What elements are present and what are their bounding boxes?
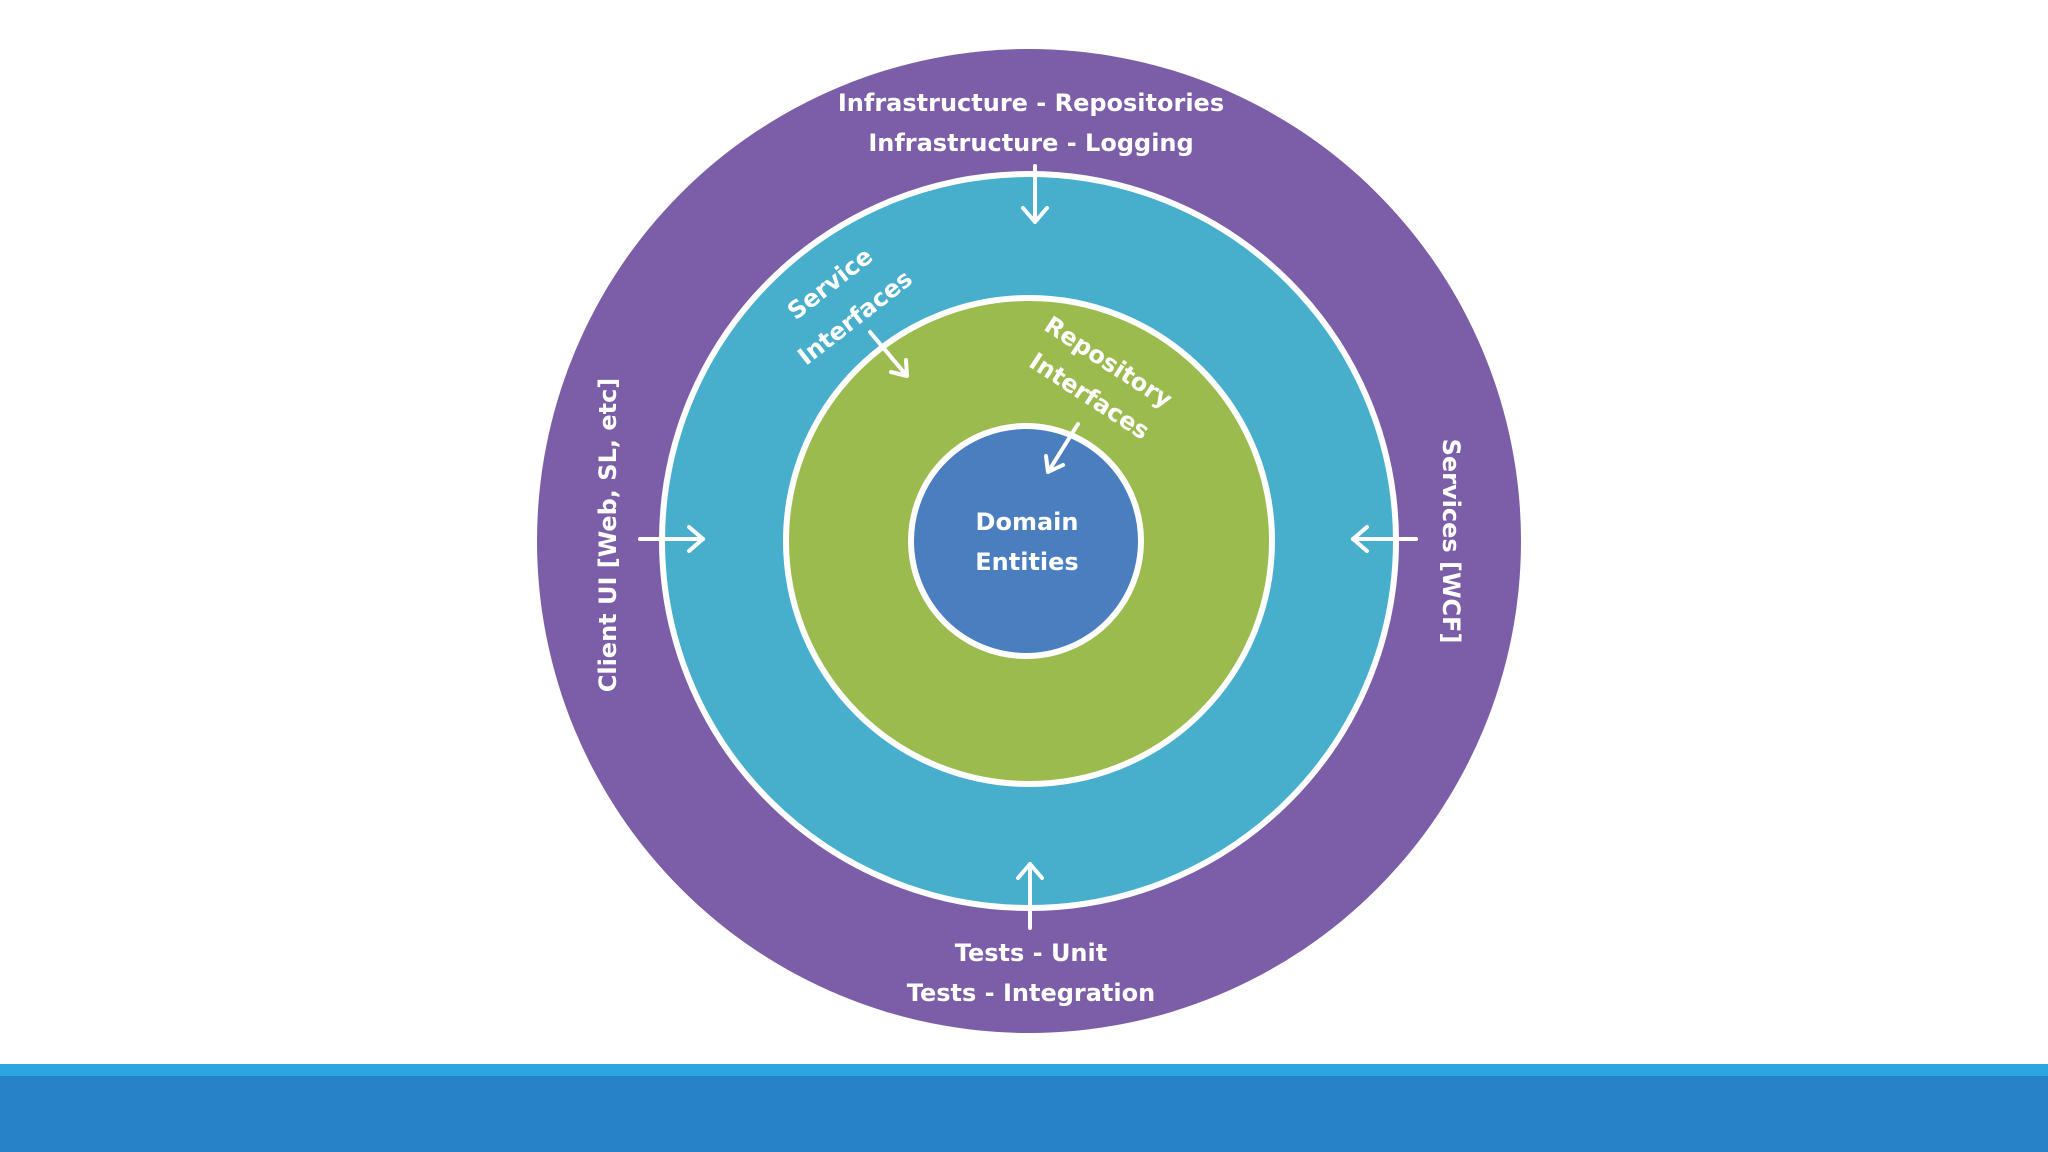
label-services-wcf: Services [WCF] — [1437, 439, 1465, 644]
core-domain-entities — [908, 423, 1144, 659]
footer-accent-stripe — [0, 1064, 2048, 1076]
arrow-diagonal-icon — [868, 330, 909, 378]
label-infrastructure-logging: Infrastructure - Logging — [868, 129, 1193, 157]
arrow-right-icon — [638, 525, 705, 553]
label-tests-unit: Tests - Unit — [955, 939, 1107, 967]
arrow-diagonal-icon — [1044, 422, 1080, 474]
label-domain: Domain — [976, 508, 1079, 536]
arrow-left-icon — [1351, 525, 1418, 553]
label-infrastructure-repositories: Infrastructure - Repositories — [838, 89, 1224, 117]
label-client-ui: Client UI [Web, SL, etc] — [594, 378, 622, 693]
label-entities: Entities — [975, 548, 1078, 576]
footer-bar — [0, 1076, 2048, 1152]
label-tests-integration: Tests - Integration — [907, 979, 1155, 1007]
arrow-up-icon — [1016, 862, 1044, 930]
arrow-down-icon — [1021, 164, 1049, 224]
